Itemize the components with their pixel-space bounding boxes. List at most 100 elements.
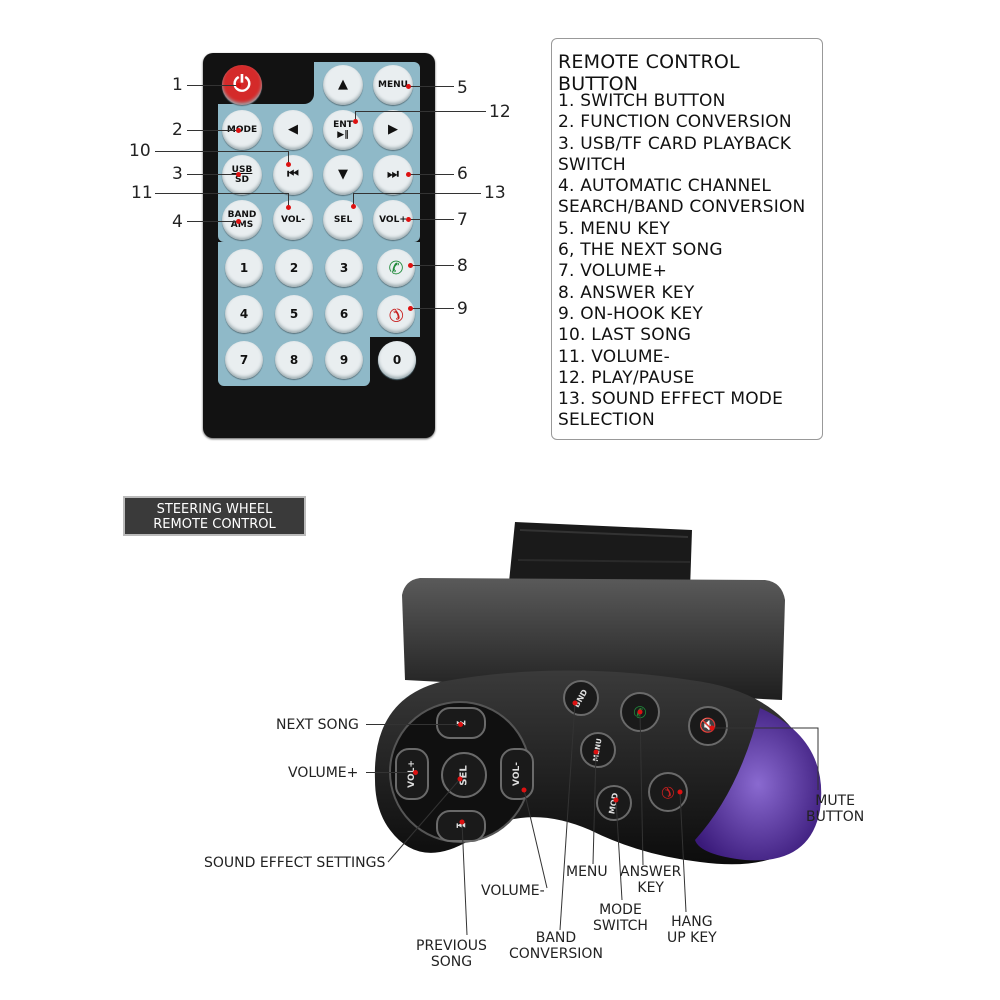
skip-back-icon: ⏮ [287, 167, 299, 182]
phone-answer-icon: ✆ [633, 702, 647, 722]
label-menu: MENU [566, 864, 608, 880]
label-line: KEY [637, 880, 664, 896]
menu-button-label: MENU [378, 80, 408, 90]
menu-button[interactable]: MENU [580, 732, 616, 768]
callout-line [187, 174, 239, 175]
callout-13: 13 [484, 183, 506, 203]
digit-2-button[interactable]: 2 [275, 249, 313, 287]
legend-item: 13. SOUND EFFECT MODE SELECTION [558, 389, 784, 431]
callout-line [155, 193, 288, 194]
callout-dot [236, 83, 241, 88]
steering-clip [402, 578, 785, 700]
label-line: MODE [599, 902, 642, 918]
steering-title-line2: REMOTE CONTROL [153, 517, 276, 532]
ent-play-pause-button[interactable]: ENT▶‖ [323, 110, 363, 150]
digit-label: 0 [392, 353, 402, 367]
previous-song-button[interactable]: ⏮ [436, 810, 486, 842]
volume-plus-button[interactable]: VOL+ [395, 748, 429, 800]
ent-label: ENT [333, 120, 353, 130]
vol-minus-button[interactable]: VOL- [273, 200, 313, 240]
legend-title: REMOTE CONTROL BUTTON [558, 51, 740, 95]
callout-line [353, 193, 354, 205]
vol-plus-label: VOL+ [379, 215, 407, 225]
callout-dot [458, 722, 463, 727]
digit-7-button[interactable]: 7 [225, 341, 263, 379]
callout-line [410, 265, 454, 266]
digit-label: 2 [289, 261, 299, 275]
digit-label: 1 [239, 261, 249, 275]
answer-key-button[interactable]: ✆ [620, 692, 660, 732]
callout-line [155, 151, 288, 152]
digit-1-button[interactable]: 1 [225, 249, 263, 287]
callout-3: 3 [172, 164, 183, 184]
legend-item: 8. ANSWER KEY [558, 282, 695, 303]
hang-up-key-button[interactable]: ✆ [648, 772, 688, 812]
power-button[interactable]: ⏻ [222, 65, 262, 105]
callout-dot [286, 162, 291, 167]
menu-label: MENU [592, 737, 604, 763]
callout-dot [413, 770, 418, 775]
digit-5-button[interactable]: 5 [275, 295, 313, 333]
callout-4: 4 [172, 212, 183, 232]
up-button[interactable]: ▲ [323, 65, 363, 105]
label-line: UP KEY [667, 930, 717, 946]
mode-switch-button[interactable]: MOD [596, 785, 632, 821]
sd-label: SD [235, 175, 249, 185]
hang-up-button[interactable]: ✆ [377, 295, 415, 333]
mute-button[interactable]: 🔇 [688, 706, 728, 746]
callout-dot [236, 219, 241, 224]
label-line: HANG [671, 914, 713, 930]
legend-item: 4. AUTOMATIC CHANNEL SEARCH/BAND CONVERS… [558, 176, 806, 218]
band-button[interactable]: BND [563, 680, 599, 716]
arrow-down-icon: ▼ [338, 167, 348, 182]
digit-6-button[interactable]: 6 [325, 295, 363, 333]
prev-button[interactable]: ⏮ [273, 155, 313, 195]
ams-label: AMS [230, 220, 254, 230]
label-line: BAND [535, 930, 577, 946]
down-button[interactable]: ▼ [323, 155, 363, 195]
digit-label: 4 [239, 307, 249, 321]
label-line: SONG [430, 954, 473, 970]
callout-line [187, 85, 239, 86]
mode-button-label: MODE [226, 125, 258, 135]
mod-label: MOD [607, 791, 621, 815]
digit-8-button[interactable]: 8 [275, 341, 313, 379]
label-line: PREVIOUS [416, 938, 487, 954]
digit-3-button[interactable]: 3 [325, 249, 363, 287]
answer-call-button[interactable]: ✆ [377, 249, 415, 287]
sel-button[interactable]: SEL [323, 200, 363, 240]
play-pause-icon: ▶‖ [337, 130, 349, 140]
left-button[interactable]: ◀ [273, 110, 313, 150]
callout-dot [236, 128, 241, 133]
bnd-label: BND [572, 687, 590, 709]
label-next-song: NEXT SONG [276, 717, 359, 733]
legend-item: 11. VOLUME- [558, 346, 670, 367]
legend-item: 6, THE NEXT SONG [558, 240, 723, 261]
legend-item: 2. FUNCTION CONVERSION [558, 112, 792, 133]
right-button[interactable]: ▶ [373, 110, 413, 150]
callout-2: 2 [172, 120, 183, 140]
callout-dot [353, 119, 358, 124]
volume-minus-button[interactable]: VOL- [500, 748, 534, 800]
legend-list: 1. SWITCH BUTTON 2. FUNCTION CONVERSION … [558, 91, 820, 432]
digit-4-button[interactable]: 4 [225, 295, 263, 333]
phone-answer-icon: ✆ [388, 257, 404, 279]
label-sound-effect-settings: SOUND EFFECT SETTINGS [204, 855, 386, 871]
callout-5: 5 [457, 78, 468, 98]
digit-9-button[interactable]: 9 [325, 341, 363, 379]
callout-line [410, 308, 454, 309]
callout-line [187, 221, 239, 222]
arrow-left-icon: ◀ [288, 122, 298, 137]
sel-button[interactable]: SEL [441, 752, 487, 798]
digit-label: 3 [339, 261, 349, 275]
mute-icon: 🔇 [699, 718, 717, 734]
legend-item: 5. MENU KEY [558, 218, 671, 239]
sel-label: SEL [333, 215, 353, 225]
usb-label: USB [231, 165, 253, 175]
legend-item: 10. LAST SONG [558, 325, 692, 346]
digit-0-button[interactable]: 0 [378, 341, 416, 379]
legend-box: REMOTE CONTROL BUTTON 1. SWITCH BUTTON 2… [551, 38, 823, 440]
